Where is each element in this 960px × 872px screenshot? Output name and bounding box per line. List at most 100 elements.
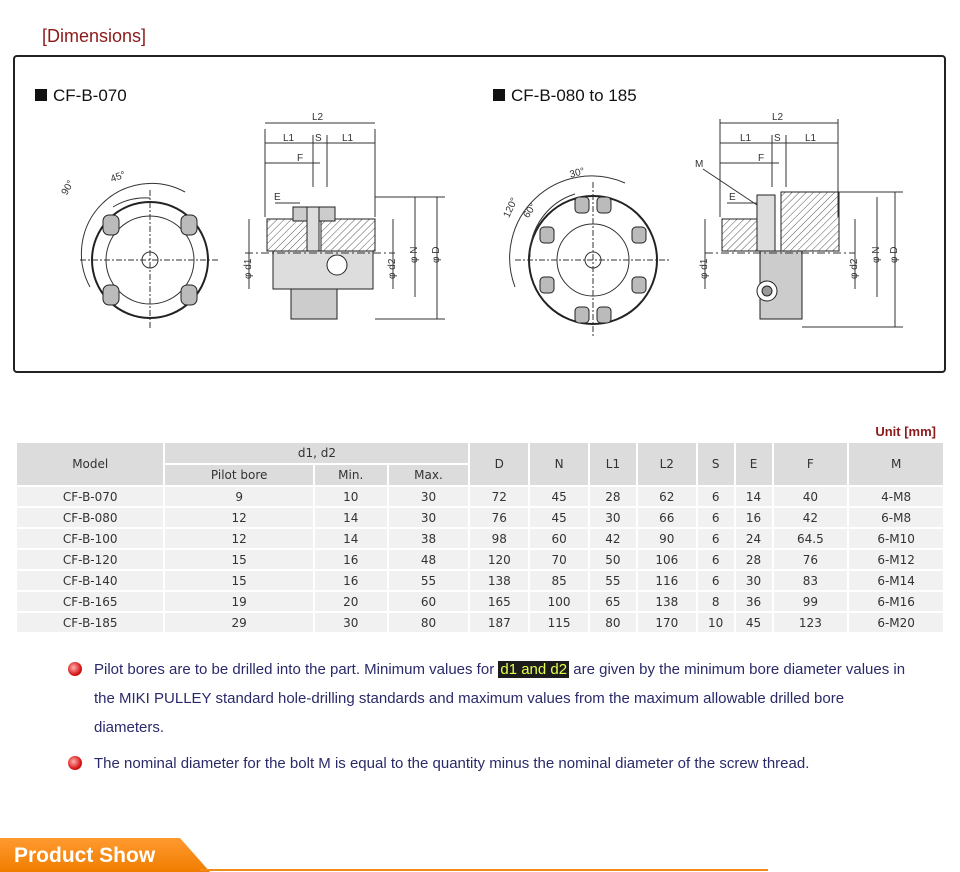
table-cell-model: CF-B-070 xyxy=(17,487,164,506)
table-cell: 76 xyxy=(773,550,848,569)
spec-table: Model d1, d2 D N L1 L2 S E F M Pilot bor… xyxy=(15,441,945,634)
table-cell: 50 xyxy=(590,550,636,569)
table-cell: 45 xyxy=(530,487,589,506)
svg-text:S: S xyxy=(774,133,781,144)
col-N: N xyxy=(530,443,589,485)
table-cell: 6-M10 xyxy=(849,529,943,548)
table-cell: 165 xyxy=(470,592,529,611)
svg-text:L2: L2 xyxy=(312,112,324,123)
table-cell: 10 xyxy=(697,613,734,632)
notes: Pilot bores are to be drilled into the p… xyxy=(66,655,916,778)
table-cell: 6-M14 xyxy=(849,571,943,590)
left-front-view: 90° 45° xyxy=(60,170,220,330)
table-cell: 14 xyxy=(314,508,387,527)
col-d1-d2: d1, d2 xyxy=(165,443,469,463)
svg-text:φ d2: φ d2 xyxy=(387,258,398,279)
svg-text:φ N: φ N xyxy=(409,247,420,263)
svg-text:L2: L2 xyxy=(772,112,784,123)
col-E: E xyxy=(735,443,772,485)
table-cell: 16 xyxy=(314,550,387,569)
col-F: F xyxy=(773,443,848,485)
table-cell: 6-M16 xyxy=(849,592,943,611)
table-cell-model: CF-B-165 xyxy=(17,592,164,611)
svg-text:90°: 90° xyxy=(60,179,77,198)
table-cell: 6 xyxy=(697,508,734,527)
col-min: Min. xyxy=(314,465,387,485)
table-cell: 65 xyxy=(590,592,636,611)
table-cell: 42 xyxy=(773,508,848,527)
red-bullet-icon xyxy=(68,662,82,676)
table-cell: 6-M8 xyxy=(849,508,943,527)
col-L1: L1 xyxy=(590,443,636,485)
svg-text:60°: 60° xyxy=(521,202,539,221)
col-pilot-bore: Pilot bore xyxy=(165,465,313,485)
table-cell: 28 xyxy=(735,550,772,569)
table-cell-model: CF-B-080 xyxy=(17,508,164,527)
product-show-tab xyxy=(0,838,210,872)
table-cell: 42 xyxy=(590,529,636,548)
table-cell: 116 xyxy=(637,571,696,590)
table-cell: 85 xyxy=(530,571,589,590)
table-cell: 100 xyxy=(530,592,589,611)
table-cell: 66 xyxy=(637,508,696,527)
table-cell: 55 xyxy=(590,571,636,590)
table-cell: 99 xyxy=(773,592,848,611)
svg-text:F: F xyxy=(758,153,764,164)
table-cell: 38 xyxy=(388,529,469,548)
square-bullet-icon xyxy=(35,89,47,101)
col-L2: L2 xyxy=(637,443,696,485)
svg-text:45°: 45° xyxy=(109,170,127,186)
table-cell: 115 xyxy=(530,613,589,632)
table-cell: 19 xyxy=(165,592,313,611)
table-cell: 9 xyxy=(165,487,313,506)
right-front-view: 120° 60° 30° xyxy=(502,166,671,338)
table-cell: 80 xyxy=(590,613,636,632)
table-cell: 60 xyxy=(530,529,589,548)
table-cell-model: CF-B-185 xyxy=(17,613,164,632)
table-cell: 6-M12 xyxy=(849,550,943,569)
table-cell: 45 xyxy=(735,613,772,632)
dimensions-diagram-panel: CF-B-070 CF-B-080 to 185 90° 45° xyxy=(13,55,946,373)
svg-text:E: E xyxy=(729,192,736,203)
svg-text:φ d2: φ d2 xyxy=(849,258,860,279)
col-max: Max. xyxy=(388,465,469,485)
table-cell: 6 xyxy=(697,571,734,590)
table-cell: 15 xyxy=(165,571,313,590)
left-side-view: L2 L1 S L1 F E φ d1 φ d2 φ N φ D xyxy=(243,112,445,320)
table-cell: 60 xyxy=(388,592,469,611)
unit-label: Unit [mm] xyxy=(875,424,936,439)
table-cell: 30 xyxy=(388,508,469,527)
table-cell: 20 xyxy=(314,592,387,611)
table-cell-model: CF-B-120 xyxy=(17,550,164,569)
table-cell: 170 xyxy=(637,613,696,632)
col-model: Model xyxy=(17,443,164,485)
note-pilot-bore: Pilot bores are to be drilled into the p… xyxy=(66,655,916,742)
table-cell: 30 xyxy=(590,508,636,527)
table-cell: 187 xyxy=(470,613,529,632)
svg-text:φ D: φ D xyxy=(431,247,442,263)
table-cell: 6 xyxy=(697,529,734,548)
table-cell-model: CF-B-100 xyxy=(17,529,164,548)
svg-text:φ N: φ N xyxy=(871,247,882,263)
table-cell: 29 xyxy=(165,613,313,632)
table-cell: 138 xyxy=(470,571,529,590)
table-cell: 83 xyxy=(773,571,848,590)
table-cell: 70 xyxy=(530,550,589,569)
svg-text:30°: 30° xyxy=(569,166,586,181)
section-title: [Dimensions] xyxy=(42,26,147,46)
table-cell: 30 xyxy=(735,571,772,590)
col-M: M xyxy=(849,443,943,485)
table-cell: 90 xyxy=(637,529,696,548)
svg-text:φ d1: φ d1 xyxy=(699,258,710,279)
table-cell: 123 xyxy=(773,613,848,632)
svg-text:M: M xyxy=(695,159,703,170)
right-side-view: L2 L1 S L1 F M E φ d1 φ d2 φ N xyxy=(695,112,903,328)
table-cell: 62 xyxy=(637,487,696,506)
left-diagram-title: CF-B-070 xyxy=(35,86,127,106)
table-cell: 48 xyxy=(388,550,469,569)
